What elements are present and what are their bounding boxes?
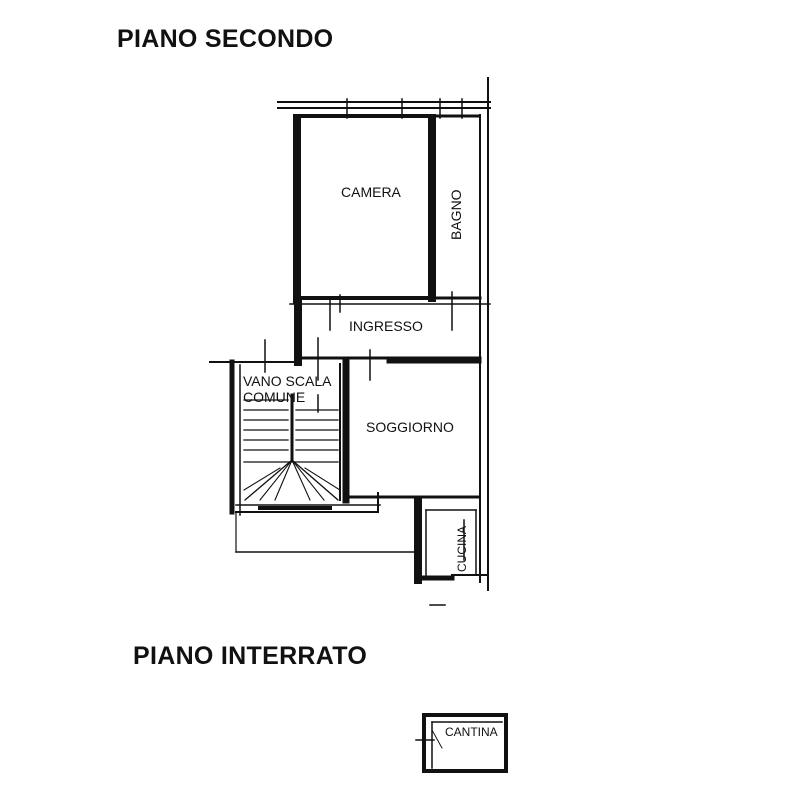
- soggiorno-walls: [342, 358, 480, 513]
- floor-title-basement: PIANO INTERRATO: [133, 642, 368, 670]
- ingresso-walls: [289, 291, 491, 366]
- room-label-comune: COMUNE: [243, 389, 305, 405]
- room-label-cantina: CANTINA: [445, 725, 498, 739]
- stair-core: [229, 359, 417, 553]
- cucina-walls: [414, 496, 489, 584]
- room-label-camera: CAMERA: [341, 184, 402, 200]
- room-label-bagno: BAGNO: [448, 189, 464, 240]
- room-label-cucina: CUCINA: [455, 526, 469, 572]
- room-label-vano-scala: VANO SCALA: [243, 373, 332, 389]
- room-label-soggiorno: SOGGIORNO: [366, 419, 454, 435]
- cantina-walls: [415, 713, 508, 773]
- room-label-ingresso: INGRESSO: [349, 318, 423, 334]
- floor-title-second: PIANO SECONDO: [117, 25, 334, 53]
- soggiorno-top-wall: [209, 337, 482, 381]
- camera-walls: [293, 114, 436, 304]
- right-exterior-wall: [479, 77, 489, 591]
